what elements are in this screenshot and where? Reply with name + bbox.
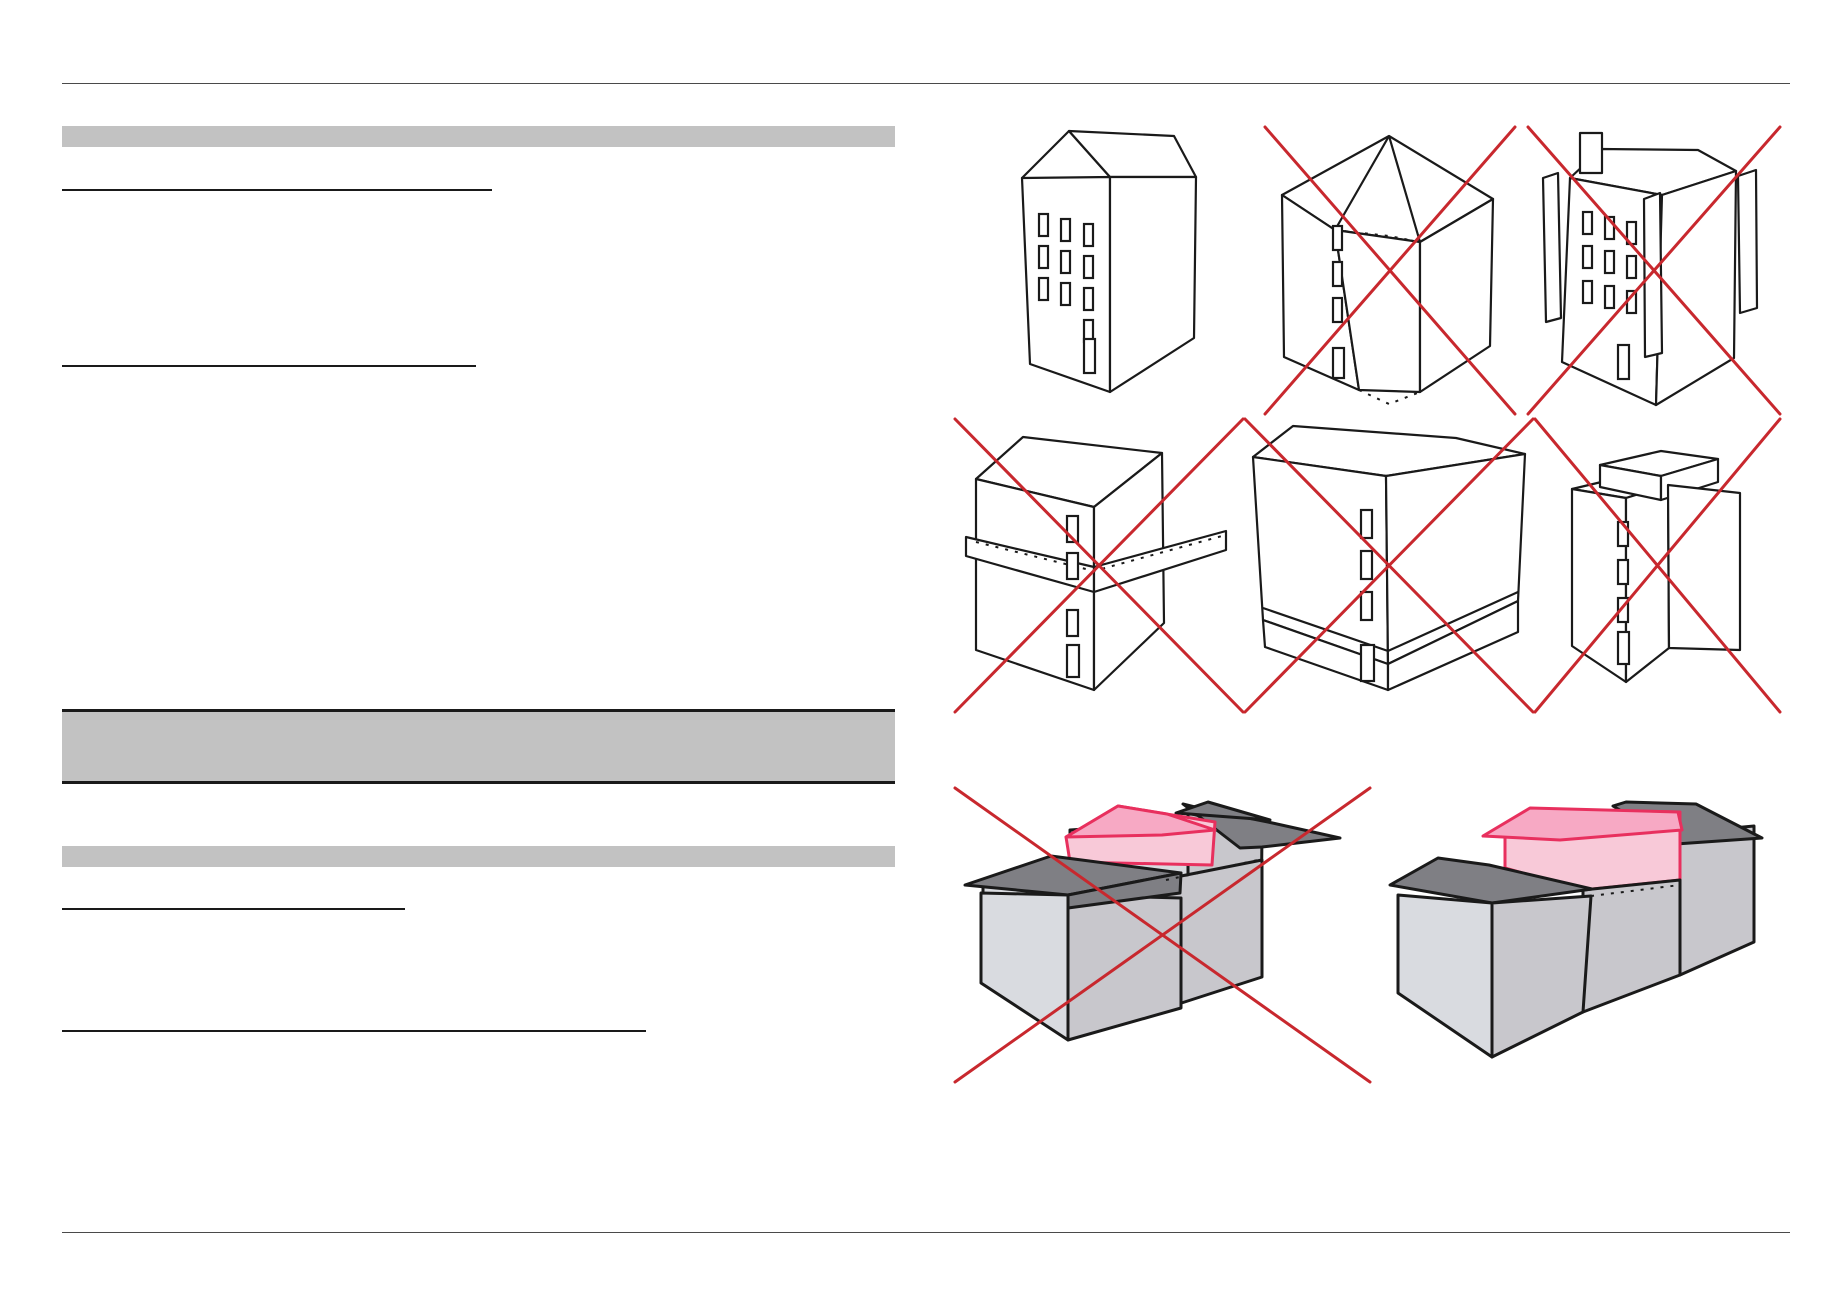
section-bar-2 — [62, 846, 895, 867]
header-rule — [62, 83, 1790, 84]
terrace-extension-set-back — [1388, 800, 1764, 1059]
terrace-extension-high — [953, 786, 1372, 1084]
subheading-underline-2 — [62, 365, 476, 367]
subheading-underline-1 — [62, 189, 492, 191]
building-with-chimney-towers — [1526, 125, 1782, 416]
flat-roof-tower-block — [1533, 417, 1782, 714]
wide-building-with-plinth — [1243, 417, 1535, 714]
octagonal-pyramid-roof-building — [1263, 125, 1517, 416]
subheading-underline-3 — [62, 908, 405, 910]
building-with-mid-band — [953, 417, 1245, 714]
footer-rule — [62, 1232, 1790, 1233]
tall-gabled-building — [1020, 129, 1198, 394]
callout-box — [62, 709, 895, 784]
section-bar-1 — [62, 126, 895, 147]
subheading-underline-4 — [62, 1030, 646, 1032]
